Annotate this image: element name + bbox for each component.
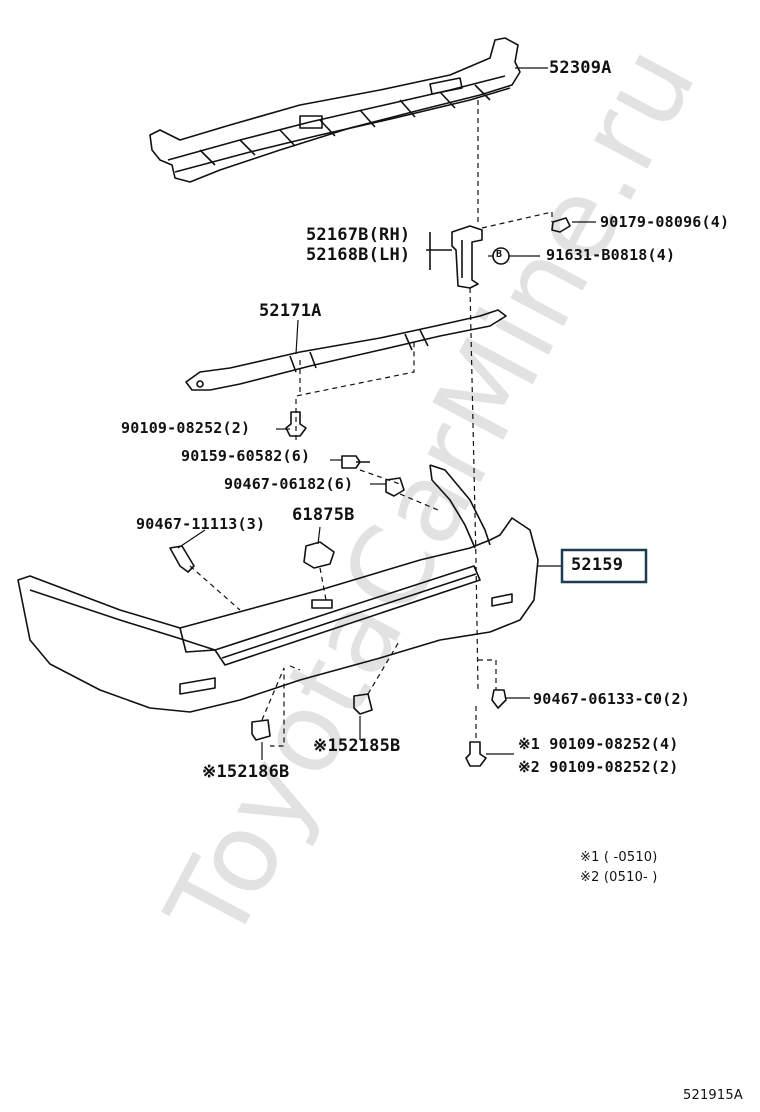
label-90467-06182: 90467-06182(6)	[224, 475, 354, 493]
bolt-90109-lower-drawing	[465, 741, 487, 767]
label-52186B: ※152186B	[202, 762, 290, 782]
bolt-90109-drawing	[285, 411, 307, 437]
bracket-52167B-drawing	[451, 225, 483, 289]
label-52167B: 52167B(RH)	[306, 225, 411, 245]
label-90467-06133: 90467-06133-C0(2)	[533, 690, 690, 708]
label-52309A: 52309A	[549, 58, 612, 78]
clip-90467-11113-drawing	[169, 545, 195, 573]
diagram-code: 521915A	[683, 1088, 743, 1103]
clip-52185B-drawing	[353, 693, 373, 715]
label-52159: 52159	[571, 555, 624, 575]
alignment-lines	[189, 100, 553, 747]
label-90159-60582: 90159-60582(6)	[181, 447, 311, 465]
label-52185B: ※152185B	[313, 736, 401, 756]
marker-B: B	[496, 249, 503, 260]
reinforcement-52309A-drawing	[149, 37, 521, 183]
bumper-cover-52159-drawing	[17, 464, 539, 713]
reinforcement-52171A-drawing	[185, 309, 507, 391]
clip-52186B-drawing	[251, 719, 271, 741]
label-90179-08096: 90179-08096(4)	[600, 213, 730, 231]
label-90109-08252-a: 90109-08252(2)	[121, 419, 251, 437]
fastener-90179-drawing	[551, 217, 571, 233]
screw-90159-drawing	[341, 455, 370, 469]
leader-lines	[177, 67, 596, 760]
highlight-box-52159	[560, 548, 648, 584]
label-90109-08252-c: ※2 90109-08252(2)	[518, 758, 679, 776]
label-52171A: 52171A	[259, 301, 322, 321]
label-52168B: 52168B(LH)	[306, 245, 411, 265]
label-61875B: 61875B	[292, 505, 355, 525]
label-90109-08252-b: ※1 90109-08252(4)	[518, 735, 679, 753]
clip-90467-06182-drawing	[385, 477, 405, 497]
note-1: ※1 ( -0510)	[580, 850, 658, 865]
label-91631-B0818: 91631-B0818(4)	[546, 246, 676, 264]
clip-90467-06133-drawing	[491, 689, 507, 709]
cover-61875B-drawing	[303, 541, 335, 569]
label-90467-11113: 90467-11113(3)	[136, 515, 266, 533]
note-2: ※2 (0510- )	[580, 870, 658, 885]
